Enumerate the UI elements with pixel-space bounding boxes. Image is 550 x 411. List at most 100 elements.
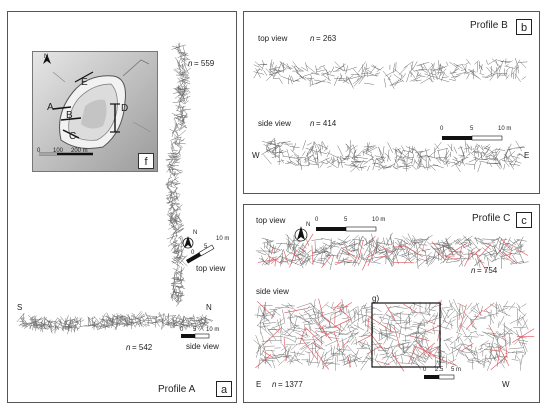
fracture-trace: [335, 348, 343, 353]
fracture-trace: [177, 223, 183, 228]
fracture-trace: [374, 353, 378, 361]
fracture-trace: [281, 304, 293, 310]
fracture-trace: [174, 182, 181, 186]
fracture-trace: [364, 82, 375, 85]
fracture-trace: [176, 59, 180, 70]
fracture-trace: [500, 257, 509, 260]
fracture-trace: [341, 235, 350, 244]
fracture-trace: [424, 330, 433, 334]
fracture-trace: [500, 237, 512, 251]
fracture-trace: [170, 205, 175, 211]
fracture-trace: [449, 335, 462, 346]
fracture-trace: [292, 239, 301, 242]
fracture-trace: [294, 253, 307, 265]
fracture-trace: [168, 181, 180, 185]
fracture-trace: [405, 237, 412, 242]
fracture-trace: [360, 332, 369, 338]
fracture-trace: [459, 235, 473, 245]
fracture-trace: [450, 346, 464, 352]
fracture-trace: [428, 77, 434, 82]
fracture-trace: [488, 342, 492, 354]
fracture-trace: [420, 355, 426, 363]
fracture-trace: [477, 162, 482, 173]
fracture-trace: [501, 358, 505, 364]
fracture-trace: [429, 346, 440, 354]
fracture-trace: [171, 244, 183, 247]
fracture-trace: [257, 258, 279, 263]
fracture-trace: [417, 349, 430, 361]
fracture-trace: [457, 302, 466, 308]
fracture-trace: [58, 320, 65, 325]
fracture-trace: [117, 323, 124, 326]
fracture-trace: [428, 164, 439, 167]
fracture-trace: [297, 164, 305, 167]
fracture-trace: [406, 161, 413, 166]
inset-label-d: D: [121, 103, 129, 114]
fracture-trace: [167, 239, 178, 247]
fracture-trace: [442, 309, 450, 324]
fracture-trace: [459, 253, 463, 266]
fracture-trace: [508, 302, 516, 311]
fracture-trace: [293, 258, 303, 261]
fracture-trace: [178, 65, 184, 67]
fracture-trace: [299, 250, 305, 254]
fracture-trace: [350, 250, 358, 252]
fracture-trace: [375, 166, 381, 168]
fracture-trace: [413, 159, 417, 164]
fracture-trace: [109, 323, 114, 327]
fracture-trace: [168, 177, 173, 179]
fracture-trace: [168, 212, 173, 218]
fracture-trace: [162, 322, 164, 327]
fracture-trace: [483, 148, 488, 150]
fracture-trace: [469, 331, 477, 334]
fracture-trace: [406, 70, 411, 83]
fracture-trace: [473, 160, 478, 166]
fracture-trace: [463, 336, 478, 338]
fracture-trace: [314, 350, 329, 370]
fracture-trace: [173, 142, 182, 150]
fracture-trace: [445, 256, 450, 263]
fracture-trace: [456, 334, 459, 342]
fracture-trace: [287, 309, 294, 318]
fracture-trace: [492, 153, 497, 161]
fracture-trace: [174, 216, 177, 224]
fracture-trace: [391, 246, 407, 248]
fracture-trace: [355, 336, 357, 346]
fracture-trace: [155, 319, 157, 328]
fracture-trace: [271, 309, 277, 319]
fracture-trace: [514, 59, 521, 69]
fracture-trace: [401, 254, 410, 261]
fracture-trace: [470, 309, 478, 314]
profile-b-title: Profile B: [470, 20, 508, 31]
fracture-trace: [181, 56, 186, 64]
fracture-trace: [346, 143, 349, 149]
fracture-trace: [141, 315, 146, 324]
fracture-trace: [455, 64, 464, 66]
fracture-trace: [387, 149, 390, 162]
fracture-trace: [466, 327, 470, 332]
fracture-trace: [361, 339, 366, 347]
fracture-trace: [372, 342, 383, 346]
fracture-trace: [485, 309, 492, 317]
fracture-trace: [440, 309, 447, 323]
fracture-trace: [179, 247, 185, 258]
fracture-trace: [113, 323, 119, 326]
fracture-trace: [401, 239, 411, 246]
fracture-trace: [174, 295, 185, 297]
fracture-trace: [456, 312, 459, 329]
fracture-trace: [363, 156, 374, 165]
fracture-trace: [395, 155, 403, 162]
fracture-trace: [411, 154, 414, 164]
fracture-trace: [344, 244, 350, 255]
fracture-trace: [346, 344, 357, 356]
fracture-trace: [178, 137, 181, 146]
fracture-trace: [395, 146, 397, 152]
fracture-trace: [316, 69, 326, 73]
fracture-trace: [305, 62, 308, 71]
fracture-trace: [466, 302, 473, 310]
fracture-trace: [289, 146, 300, 148]
fracture-trace: [348, 312, 358, 324]
fracture-trace: [172, 291, 179, 294]
fracture-trace: [277, 307, 283, 310]
fracture-trace: [138, 318, 142, 327]
